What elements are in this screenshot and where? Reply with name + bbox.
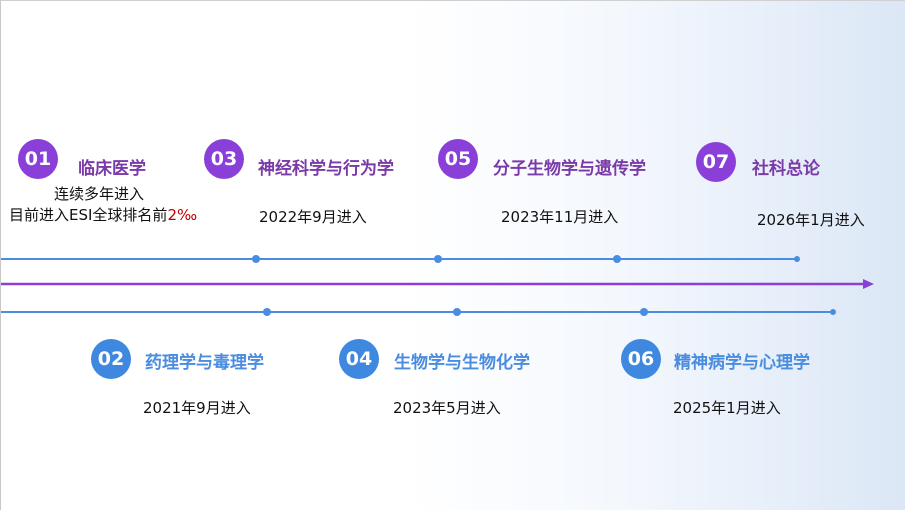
timeline-dot — [640, 308, 648, 316]
timeline-dot — [434, 255, 442, 263]
timeline-dot — [252, 255, 260, 263]
discipline-date-07: 2026年1月进入 — [757, 211, 865, 229]
rank-text: 目前进入ESI全球排名前 — [9, 206, 168, 224]
rank-highlight: 2‰ — [167, 206, 198, 224]
number-badge-05: 05 — [438, 139, 478, 179]
discipline-title-03: 神经科学与行为学 — [258, 159, 394, 179]
discipline-title-07: 社科总论 — [752, 159, 820, 179]
discipline-date-04: 2023年5月进入 — [393, 399, 501, 417]
discipline-date-06: 2025年1月进入 — [673, 399, 781, 417]
timeline-dot — [830, 309, 836, 315]
discipline-date-02: 2021年9月进入 — [143, 399, 251, 417]
main-timeline-arrow — [1, 279, 874, 289]
number-badge-04: 04 — [339, 339, 379, 379]
discipline-date-03: 2022年9月进入 — [259, 208, 367, 226]
timeline-dot — [794, 256, 800, 262]
discipline-note-01: 连续多年进入 — [54, 185, 145, 203]
number-badge-02: 02 — [91, 339, 131, 379]
discipline-title-06: 精神病学与心理学 — [674, 353, 810, 373]
lower-timeline-line — [1, 311, 834, 313]
discipline-title-04: 生物学与生物化学 — [394, 353, 530, 373]
discipline-title-02: 药理学与毒理学 — [145, 353, 264, 373]
discipline-title-01: 临床医学 — [78, 159, 146, 179]
discipline-date-05: 2023年11月进入 — [501, 208, 619, 226]
timeline-dot — [263, 308, 271, 316]
discipline-rank-01: 目前进入ESI全球排名前2‰ — [9, 204, 197, 225]
number-badge-07: 07 — [696, 142, 736, 182]
number-badge-03: 03 — [204, 139, 244, 179]
upper-timeline-line — [1, 258, 798, 260]
timeline-dot — [453, 308, 461, 316]
number-badge-06: 06 — [621, 339, 661, 379]
timeline-dot — [613, 255, 621, 263]
number-badge-01: 01 — [18, 139, 58, 179]
discipline-title-05: 分子生物学与遗传学 — [493, 159, 646, 179]
